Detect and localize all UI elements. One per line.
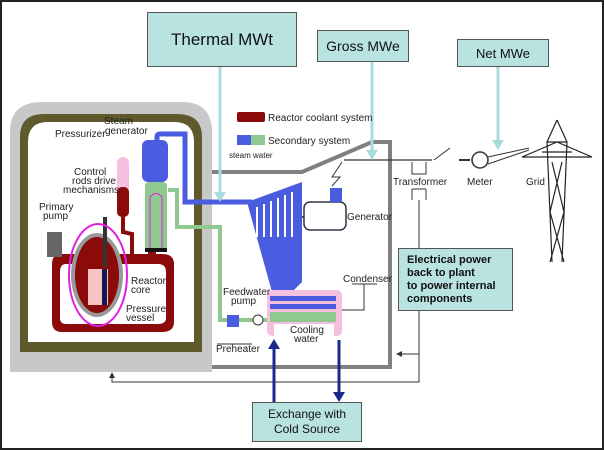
label-pressure-vessel-2: vessel — [126, 313, 154, 324]
preheater — [252, 314, 264, 326]
turbine-blades — [256, 192, 293, 237]
label-control-rods-3: mechanisms — [63, 185, 119, 196]
switch-icon — [433, 147, 451, 161]
legend-swatch-reactor — [237, 112, 265, 122]
label-steam-generator-2: generator — [105, 126, 148, 137]
plant-boundary — [212, 140, 392, 369]
condenser-leader — [342, 283, 377, 311]
net-arrowhead — [492, 140, 504, 150]
generator — [303, 201, 347, 231]
control-rod-drive — [103, 217, 107, 267]
label-transformer: Transformer — [393, 177, 448, 188]
legend-swatch-water — [251, 135, 265, 145]
turbine — [247, 182, 302, 292]
primary-pump — [47, 232, 62, 257]
cold-out-arrowhead — [333, 392, 345, 402]
label-generator: Generator — [347, 212, 393, 223]
callout-thermal-mwt: Thermal MWt — [147, 12, 297, 67]
label-control-rods: Control — [74, 167, 106, 178]
label-reactor-core-2: core — [131, 285, 151, 296]
label-cooling-water-2: water — [293, 334, 319, 345]
cold-in-arrowhead — [268, 339, 280, 349]
transformer-icon — [411, 162, 427, 200]
callout-cold-source: Exchange with Cold Source — [252, 402, 362, 442]
condenser-water — [270, 312, 336, 322]
callout-net-mwe: Net MWe — [457, 39, 549, 67]
label-feedwater-pump: Feedwater — [223, 287, 271, 298]
sg-tube-sheet — [145, 248, 167, 252]
label-preheater: Preheater — [216, 344, 261, 355]
grid-line — [487, 147, 530, 165]
condenser-tube — [270, 296, 336, 301]
meter-icon — [471, 151, 489, 169]
label-primary-pump-2: pump — [43, 211, 68, 222]
steam-generator-steam — [142, 140, 168, 182]
cold-source-line-1: Exchange with — [267, 407, 347, 421]
label-grid: Grid — [526, 177, 545, 188]
legend-steam-water: steam water — [229, 151, 273, 160]
generator-terminal — [330, 188, 342, 202]
primary-loop — [52, 254, 174, 332]
condenser-inside — [274, 324, 334, 338]
spark-icon — [331, 161, 343, 187]
label-meter: Meter — [467, 177, 493, 188]
legend-secondary: Secondary system — [268, 136, 350, 147]
electrical-line-1: Electrical power — [407, 253, 492, 266]
steam-line — [154, 131, 252, 205]
label-cooling-water: Cooling — [290, 325, 324, 336]
control-rod — [102, 269, 107, 305]
label-pressure-vessel: Pressure — [126, 304, 166, 315]
pressurizer-liquid — [117, 187, 129, 217]
steam-generator-water — [145, 182, 167, 252]
condenser-tube — [270, 304, 336, 309]
label-control-rods-2: rods drive — [72, 176, 116, 187]
feedwater-pump — [227, 315, 239, 327]
thermal-arrowhead — [214, 192, 226, 202]
callout-gross-mwe: Gross MWe — [317, 30, 409, 62]
grid-pylon-icon — [521, 119, 593, 263]
label-primary-pump: Primary — [39, 202, 73, 213]
label-steam-generator: Steam — [104, 116, 133, 127]
electrical-line-3: to power internal — [407, 279, 496, 292]
legend-swatch-steam — [237, 135, 251, 145]
callout-electrical-power: Electrical power back to plant to power … — [398, 248, 513, 311]
sg-tube — [149, 193, 163, 252]
electrical-line-2: back to plant — [407, 266, 475, 279]
gross-arrowhead — [366, 150, 378, 160]
highlight-ring — [68, 223, 128, 327]
label-feedwater-pump-2: pump — [231, 296, 256, 307]
pressurizer-line — [121, 217, 134, 260]
label-condenser: Condenser — [343, 274, 393, 285]
legend-reactor-coolant: Reactor coolant system — [268, 113, 373, 124]
electrical-line-4: components — [407, 292, 473, 305]
label-reactor-core: Reactor — [131, 276, 167, 287]
label-pressurizer: Pressurizer — [55, 129, 106, 140]
cold-source-line-2: Cold Source — [273, 422, 341, 436]
